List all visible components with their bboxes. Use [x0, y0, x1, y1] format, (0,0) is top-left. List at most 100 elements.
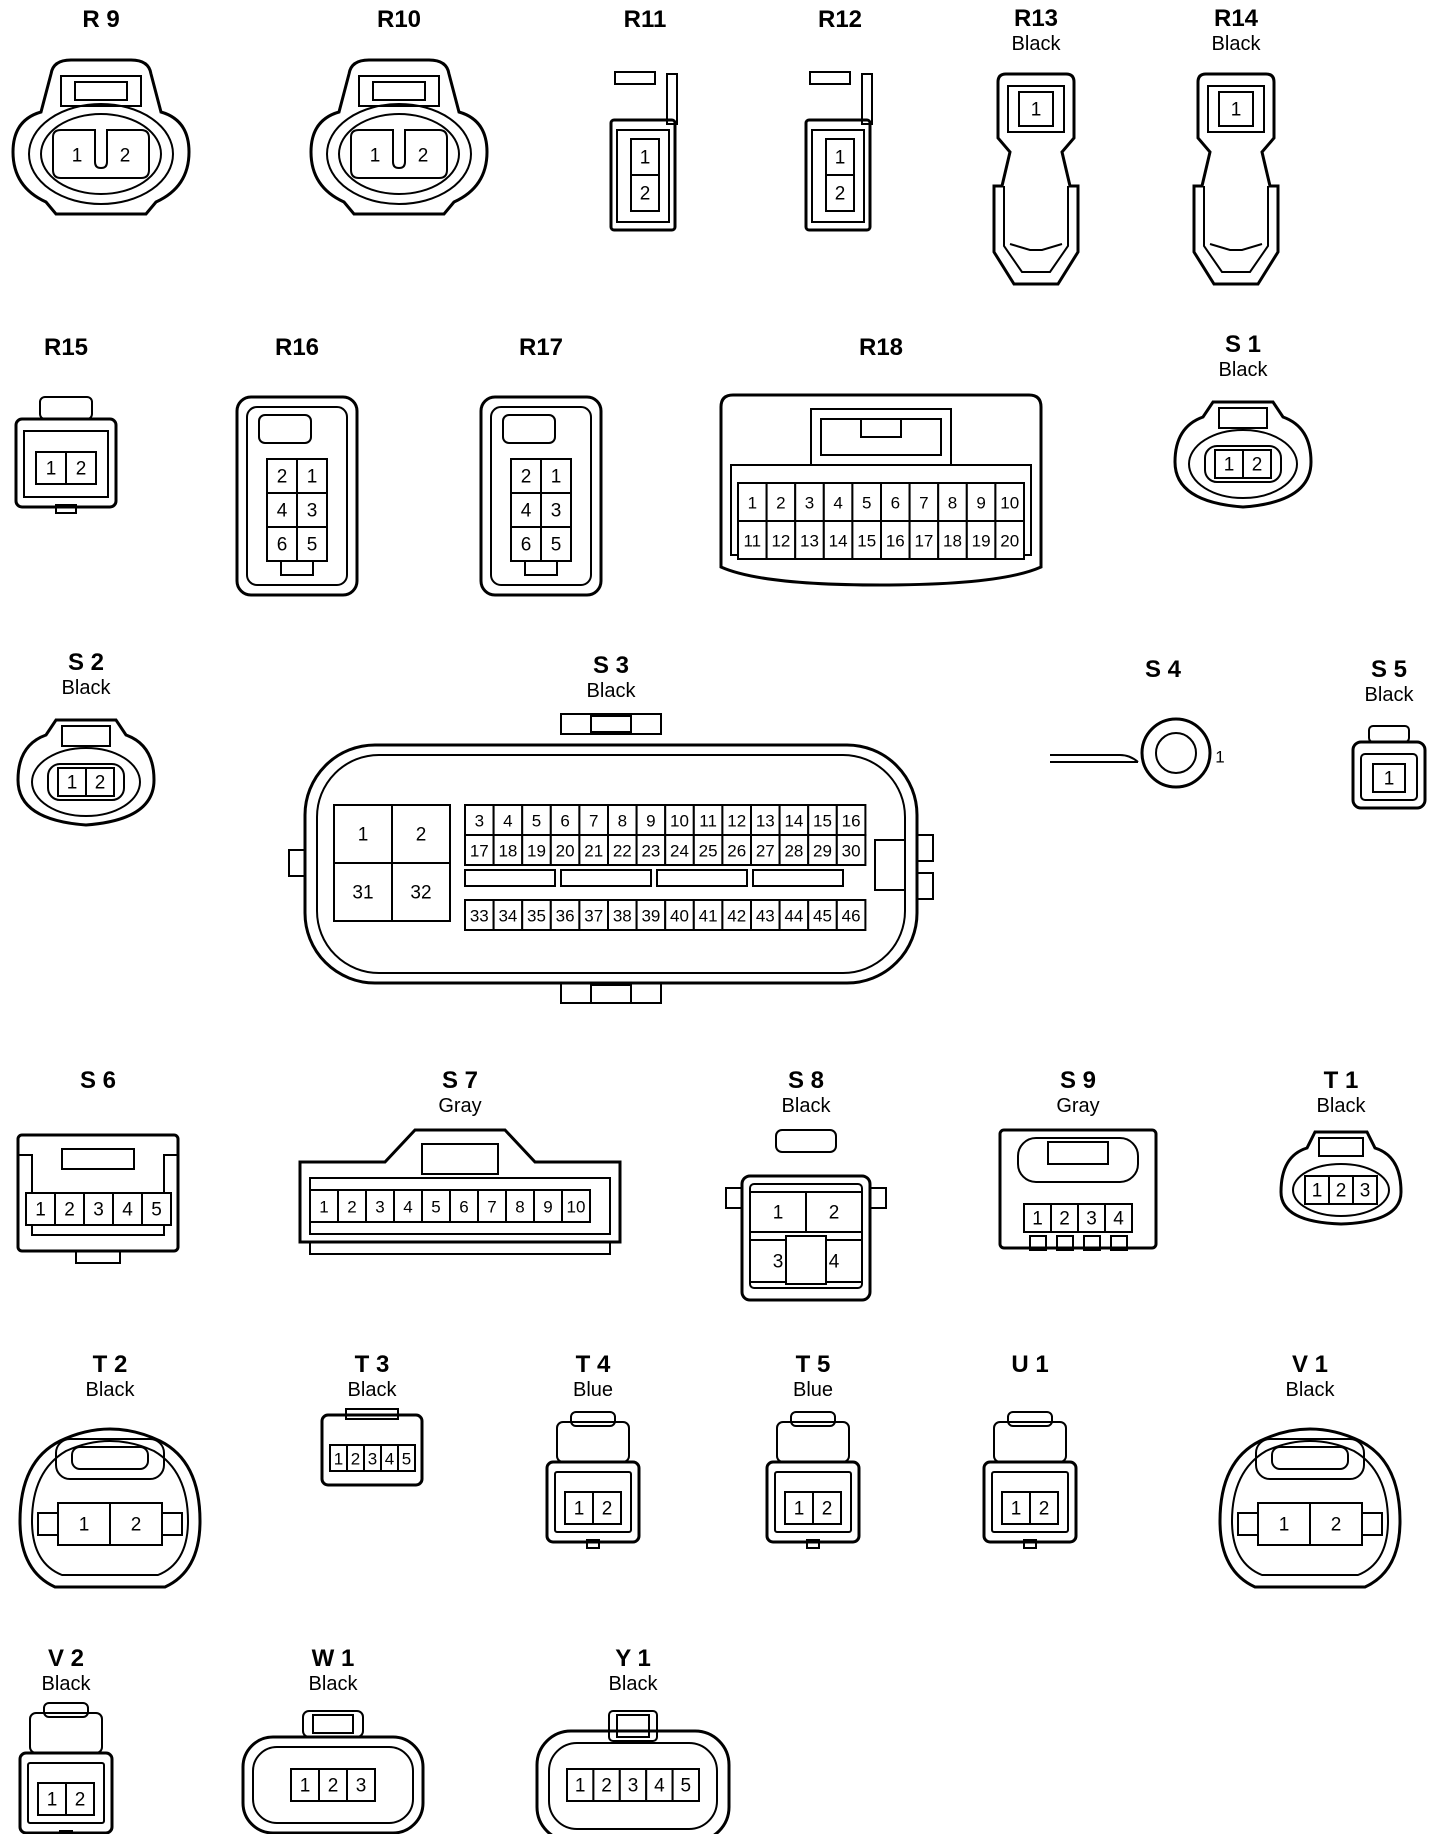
pin-cell [566, 1768, 595, 1802]
latch [1255, 1438, 1365, 1480]
latch [590, 715, 632, 733]
connector-color-label: Black [1317, 1095, 1367, 1117]
latch [1007, 1411, 1053, 1427]
pin-number: 1 [72, 146, 83, 167]
pin-number: 2 [776, 494, 785, 513]
separator [656, 869, 748, 887]
pin-cell [533, 1189, 563, 1223]
key [1361, 1512, 1383, 1536]
pin-number: 2 [351, 1450, 360, 1469]
pin-number: 28 [784, 842, 803, 861]
pin-number: 3 [475, 812, 484, 831]
key [806, 1539, 820, 1549]
housing-outline [992, 72, 1080, 286]
housing-outline [616, 129, 670, 223]
latch [60, 75, 142, 107]
pin-number: 1 [300, 1776, 311, 1797]
connector-id-label: R14 [1214, 5, 1259, 32]
key [161, 1512, 183, 1536]
pin-cell [1257, 1502, 1311, 1546]
pin-cell [635, 804, 667, 836]
pin-number: 4 [385, 1450, 394, 1469]
pin-cell [664, 899, 695, 931]
pin-number: 2 [602, 1499, 613, 1520]
housing-inner [774, 1471, 852, 1533]
pin-number: 1 [67, 773, 78, 794]
pin-number: 43 [756, 907, 775, 926]
pin-number: 5 [431, 1198, 440, 1217]
pin-number: 5 [307, 535, 318, 556]
housing-outline [535, 1729, 731, 1834]
pin-cell [397, 1444, 416, 1472]
housing-inner [27, 1762, 105, 1824]
pin-number: 18 [943, 532, 962, 551]
pin-cell [737, 482, 768, 522]
pin-number: 8 [618, 812, 627, 831]
pin-cell [607, 834, 638, 866]
pin-number: 1 [47, 1790, 58, 1811]
housing-inner [40, 113, 162, 195]
latch [725, 1187, 743, 1209]
pin-cell [721, 804, 753, 836]
housing-outline [982, 1460, 1078, 1544]
pin-number: 4 [403, 1198, 412, 1217]
pin-number: 37 [584, 907, 603, 926]
housing-outline [609, 118, 677, 232]
pin-number: 35 [527, 907, 546, 926]
separator [464, 869, 556, 887]
housing-inner [28, 103, 174, 205]
pin-number: 27 [756, 842, 775, 861]
latch [29, 1712, 103, 1754]
pin-number: 2 [1039, 1499, 1050, 1520]
latch [916, 872, 934, 900]
latch [874, 839, 906, 891]
pin-number: 2 [76, 459, 87, 480]
latch [358, 75, 440, 107]
housing-inner [548, 1742, 718, 1830]
pin-number: 12 [771, 532, 790, 551]
pin-cell [807, 899, 838, 931]
connector-color-label: Gray [1056, 1095, 1099, 1117]
pin-number: 26 [727, 842, 746, 861]
pin-cell [492, 899, 524, 931]
pin-cell [57, 1502, 111, 1546]
housing-outline [998, 1128, 1158, 1250]
pin-cell [630, 174, 660, 212]
housing-inner [309, 1242, 611, 1255]
latch [570, 1411, 616, 1427]
connector-id-label: R16 [275, 334, 319, 361]
pin-number: 1 [640, 148, 651, 169]
connector-id-label: T 2 [93, 1351, 128, 1378]
pin-number: 1 [1032, 1209, 1043, 1230]
connector-id-label: V 2 [48, 1645, 84, 1672]
latch [560, 713, 662, 735]
connector-color-label: Black [86, 1379, 136, 1401]
pin-cell [630, 138, 660, 176]
pin-number: 2 [1336, 1181, 1347, 1202]
pin-number: 5 [551, 535, 562, 556]
pin-number: 38 [613, 907, 632, 926]
latch [590, 984, 632, 1004]
pin-number: 11 [743, 532, 761, 551]
connector-id-label: R 9 [82, 6, 119, 33]
connector-id-label: S 9 [1060, 1067, 1096, 1094]
pin-number: 1 [319, 1198, 328, 1217]
housing-outline [1192, 72, 1280, 286]
housing-inner [31, 747, 141, 817]
pin-number: 2 [822, 1499, 833, 1520]
connector-color-label: Black [309, 1673, 359, 1695]
terminal [1110, 1235, 1128, 1251]
latch [1047, 1141, 1109, 1165]
connector-id-label: S 6 [80, 1067, 116, 1094]
pin-number: 15 [813, 812, 832, 831]
pin-number: 19 [972, 532, 991, 551]
pin-number: 44 [784, 907, 803, 926]
pin-number: 1 [574, 1499, 585, 1520]
